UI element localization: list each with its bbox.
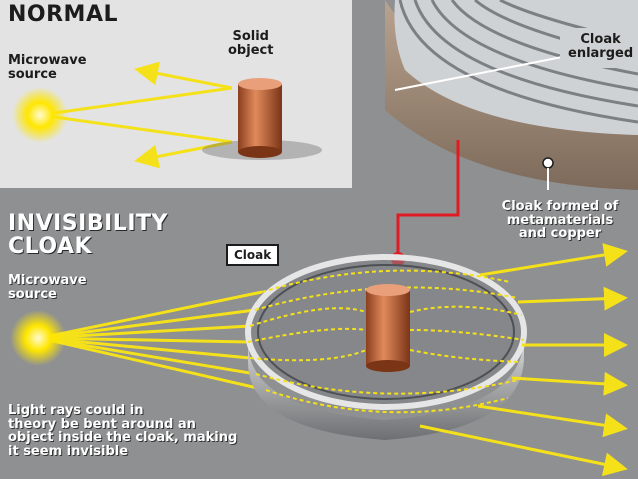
normal-microwave-source	[12, 87, 68, 143]
red-connector-line	[396, 140, 460, 258]
invisibility-heading: INVISIBILITY CLOAK	[8, 212, 168, 258]
cloak-source-label-line: Microwave	[8, 273, 87, 288]
materials-label: Cloak formed of metamaterials and copper	[482, 200, 638, 241]
caption-line: Light rays could in	[8, 403, 144, 418]
caption: Light rays could in theory be bent aroun…	[8, 404, 237, 459]
normal-source-label: Microwave source	[8, 54, 87, 81]
cloak-source-label-line: source	[8, 286, 57, 302]
cloak-microwave-source	[10, 310, 66, 366]
caption-line: object inside the cloak, making	[8, 430, 238, 446]
outgoing-rays	[419, 243, 628, 477]
normal-rays	[39, 61, 233, 169]
materials-label-line: and copper	[518, 226, 602, 242]
bent-rays	[247, 269, 525, 414]
solid-object-label-line: Solid	[232, 29, 269, 44]
cloaked-object	[366, 284, 410, 372]
cloak-tag: Cloak	[226, 244, 280, 266]
invisibility-heading-line: CLOAK	[8, 234, 93, 260]
normal-source-label-line: Microwave	[8, 53, 87, 68]
cloak-source-label: Microwave source	[8, 274, 87, 301]
cloak-enlarged-label-line: enlarged	[568, 45, 634, 61]
cloak-enlarged-label: Cloak enlarged	[568, 33, 633, 60]
normal-panel	[0, 0, 352, 188]
normal-solid-object	[202, 78, 322, 160]
solid-object-label: Solid object	[228, 30, 273, 57]
caption-line: theory be bent around an	[8, 416, 196, 432]
incoming-rays	[39, 290, 267, 392]
invisibility-heading-line: INVISIBILITY	[8, 211, 168, 236]
materials-label-line: Cloak formed of	[501, 199, 619, 214]
cloak-enlarged-illustration	[385, 0, 638, 190]
normal-heading: NORMAL	[8, 2, 118, 27]
solid-object-label-line: object	[228, 42, 274, 58]
cloak-enlarged-label-line: Cloak	[580, 32, 621, 47]
caption-line: it seem invisible	[8, 443, 129, 459]
materials-label-line: metamaterials	[506, 212, 614, 228]
normal-source-label-line: source	[8, 66, 57, 82]
